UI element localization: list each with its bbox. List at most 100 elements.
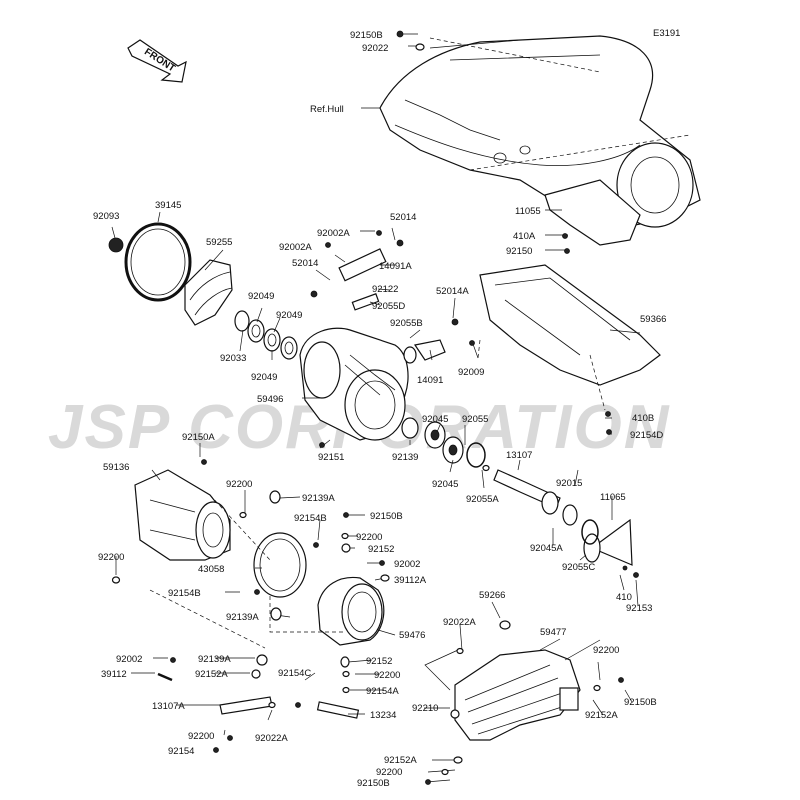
part-label: 92049	[276, 310, 302, 321]
part-label: 92002A	[279, 242, 312, 253]
part-label: 14091	[417, 375, 443, 386]
part-label: 92152A	[195, 669, 228, 680]
part-label: 92150B	[350, 30, 383, 41]
part-label: 92139	[392, 452, 418, 463]
part-label: 92151	[318, 452, 344, 463]
part-label: 92200	[593, 645, 619, 656]
part-label: 92055A	[466, 494, 499, 505]
part-14091a-rod	[338, 248, 446, 361]
part-label: 92154B	[168, 588, 201, 599]
part-label: 92153	[626, 603, 652, 614]
part-label: 92154C	[278, 668, 311, 679]
part-label: 59366	[640, 314, 666, 325]
part-label: 92009	[458, 367, 484, 378]
part-label: 92152	[368, 544, 394, 555]
part-label: 92154D	[630, 430, 663, 441]
part-label: 92022A	[443, 617, 476, 628]
part-label: 92154	[168, 746, 194, 757]
part-label: 92150B	[370, 511, 403, 522]
part-label: 92002	[116, 654, 142, 665]
part-label: 59496	[257, 394, 283, 405]
part-11055-bracket	[544, 179, 641, 246]
part-label: 92049	[248, 291, 274, 302]
part-label: 59477	[540, 627, 566, 638]
part-label: 52014	[292, 258, 318, 269]
part-label: 92154A	[366, 686, 399, 697]
part-label: 92045	[432, 479, 458, 490]
part-label: 92055B	[390, 318, 423, 329]
part-label: 92200	[374, 670, 400, 681]
part-label: 11065	[600, 492, 626, 503]
part-label: 92200	[98, 552, 124, 563]
part-label: 92139A	[226, 612, 259, 623]
part-59496-pump-housing	[299, 327, 409, 441]
part-label: 92033	[220, 353, 246, 364]
part-label: 92200	[356, 532, 382, 543]
part-label: 92122	[372, 284, 398, 295]
part-label: 92200	[226, 479, 252, 490]
linkage-parts	[157, 672, 360, 719]
part-label: 39112	[101, 669, 127, 680]
part-label: 410	[616, 592, 632, 603]
part-label: 92055C	[562, 562, 595, 573]
part-label: 92154B	[294, 513, 327, 524]
part-label: 11055	[515, 206, 541, 217]
part-label: 92045A	[530, 543, 563, 554]
hull-outline	[379, 35, 701, 231]
part-label: 92150B	[357, 778, 390, 789]
part-label: 13234	[370, 710, 396, 721]
part-label: 43058	[198, 564, 224, 575]
part-59476-nozzle	[317, 576, 385, 646]
part-label: 59476	[399, 630, 425, 641]
part-label: 92139A	[198, 654, 231, 665]
fasteners	[111, 30, 639, 785]
part-label: 92002A	[317, 228, 350, 239]
part-label: 92152A	[384, 755, 417, 766]
part-label: 92152A	[585, 710, 618, 721]
part-label: 13107A	[152, 701, 185, 712]
part-label: 59136	[103, 462, 129, 473]
part-label: 92045	[422, 414, 448, 425]
bearings-92045	[401, 417, 486, 468]
part-label: 92022A	[255, 733, 288, 744]
part-59136-nozzle	[134, 469, 231, 561]
part-label: 13107	[506, 450, 532, 461]
part-label: 410B	[632, 413, 654, 424]
part-13107-shaft	[493, 469, 578, 526]
part-label: 92150A	[182, 432, 215, 443]
part-label: 92150	[506, 246, 532, 257]
part-label: 59266	[479, 590, 505, 601]
part-label: 92055	[462, 414, 488, 425]
part-label: 92152	[366, 656, 392, 667]
part-59366-plate	[479, 264, 661, 386]
part-label: 92055D	[372, 301, 405, 312]
part-label: 14091A	[379, 261, 412, 272]
part-11065-cone	[583, 518, 633, 566]
part-label: 92093	[93, 211, 119, 222]
part-label: 92015	[556, 478, 582, 489]
part-label: 39112A	[394, 575, 427, 586]
ref-hull-label: Ref.Hull	[310, 104, 344, 115]
part-label: 92139A	[302, 493, 335, 504]
front-arrow-icon: FRONT	[127, 39, 187, 83]
part-39145-ring	[124, 222, 192, 302]
diagram-code: E3191	[653, 28, 680, 39]
part-label: 92150B	[624, 697, 657, 708]
part-label: 92200	[376, 767, 402, 778]
part-59255-impeller	[184, 259, 233, 326]
part-labels: E3191 Ref.Hull 92150B 92022 11055 410A 9…	[93, 28, 680, 789]
part-label: 92049	[251, 372, 277, 383]
part-label: 39145	[155, 200, 181, 211]
part-label: 92002	[394, 559, 420, 570]
part-label: 59255	[206, 237, 232, 248]
part-label: 52014	[390, 212, 416, 223]
part-label: 92210	[412, 703, 438, 714]
leader-lines	[111, 33, 641, 783]
part-43058-ring	[253, 532, 307, 598]
part-92055c-oring	[581, 519, 599, 545]
part-92093-cap	[108, 237, 124, 253]
part-59477-reverse-bucket	[454, 649, 581, 741]
part-label: 410A	[513, 231, 536, 242]
